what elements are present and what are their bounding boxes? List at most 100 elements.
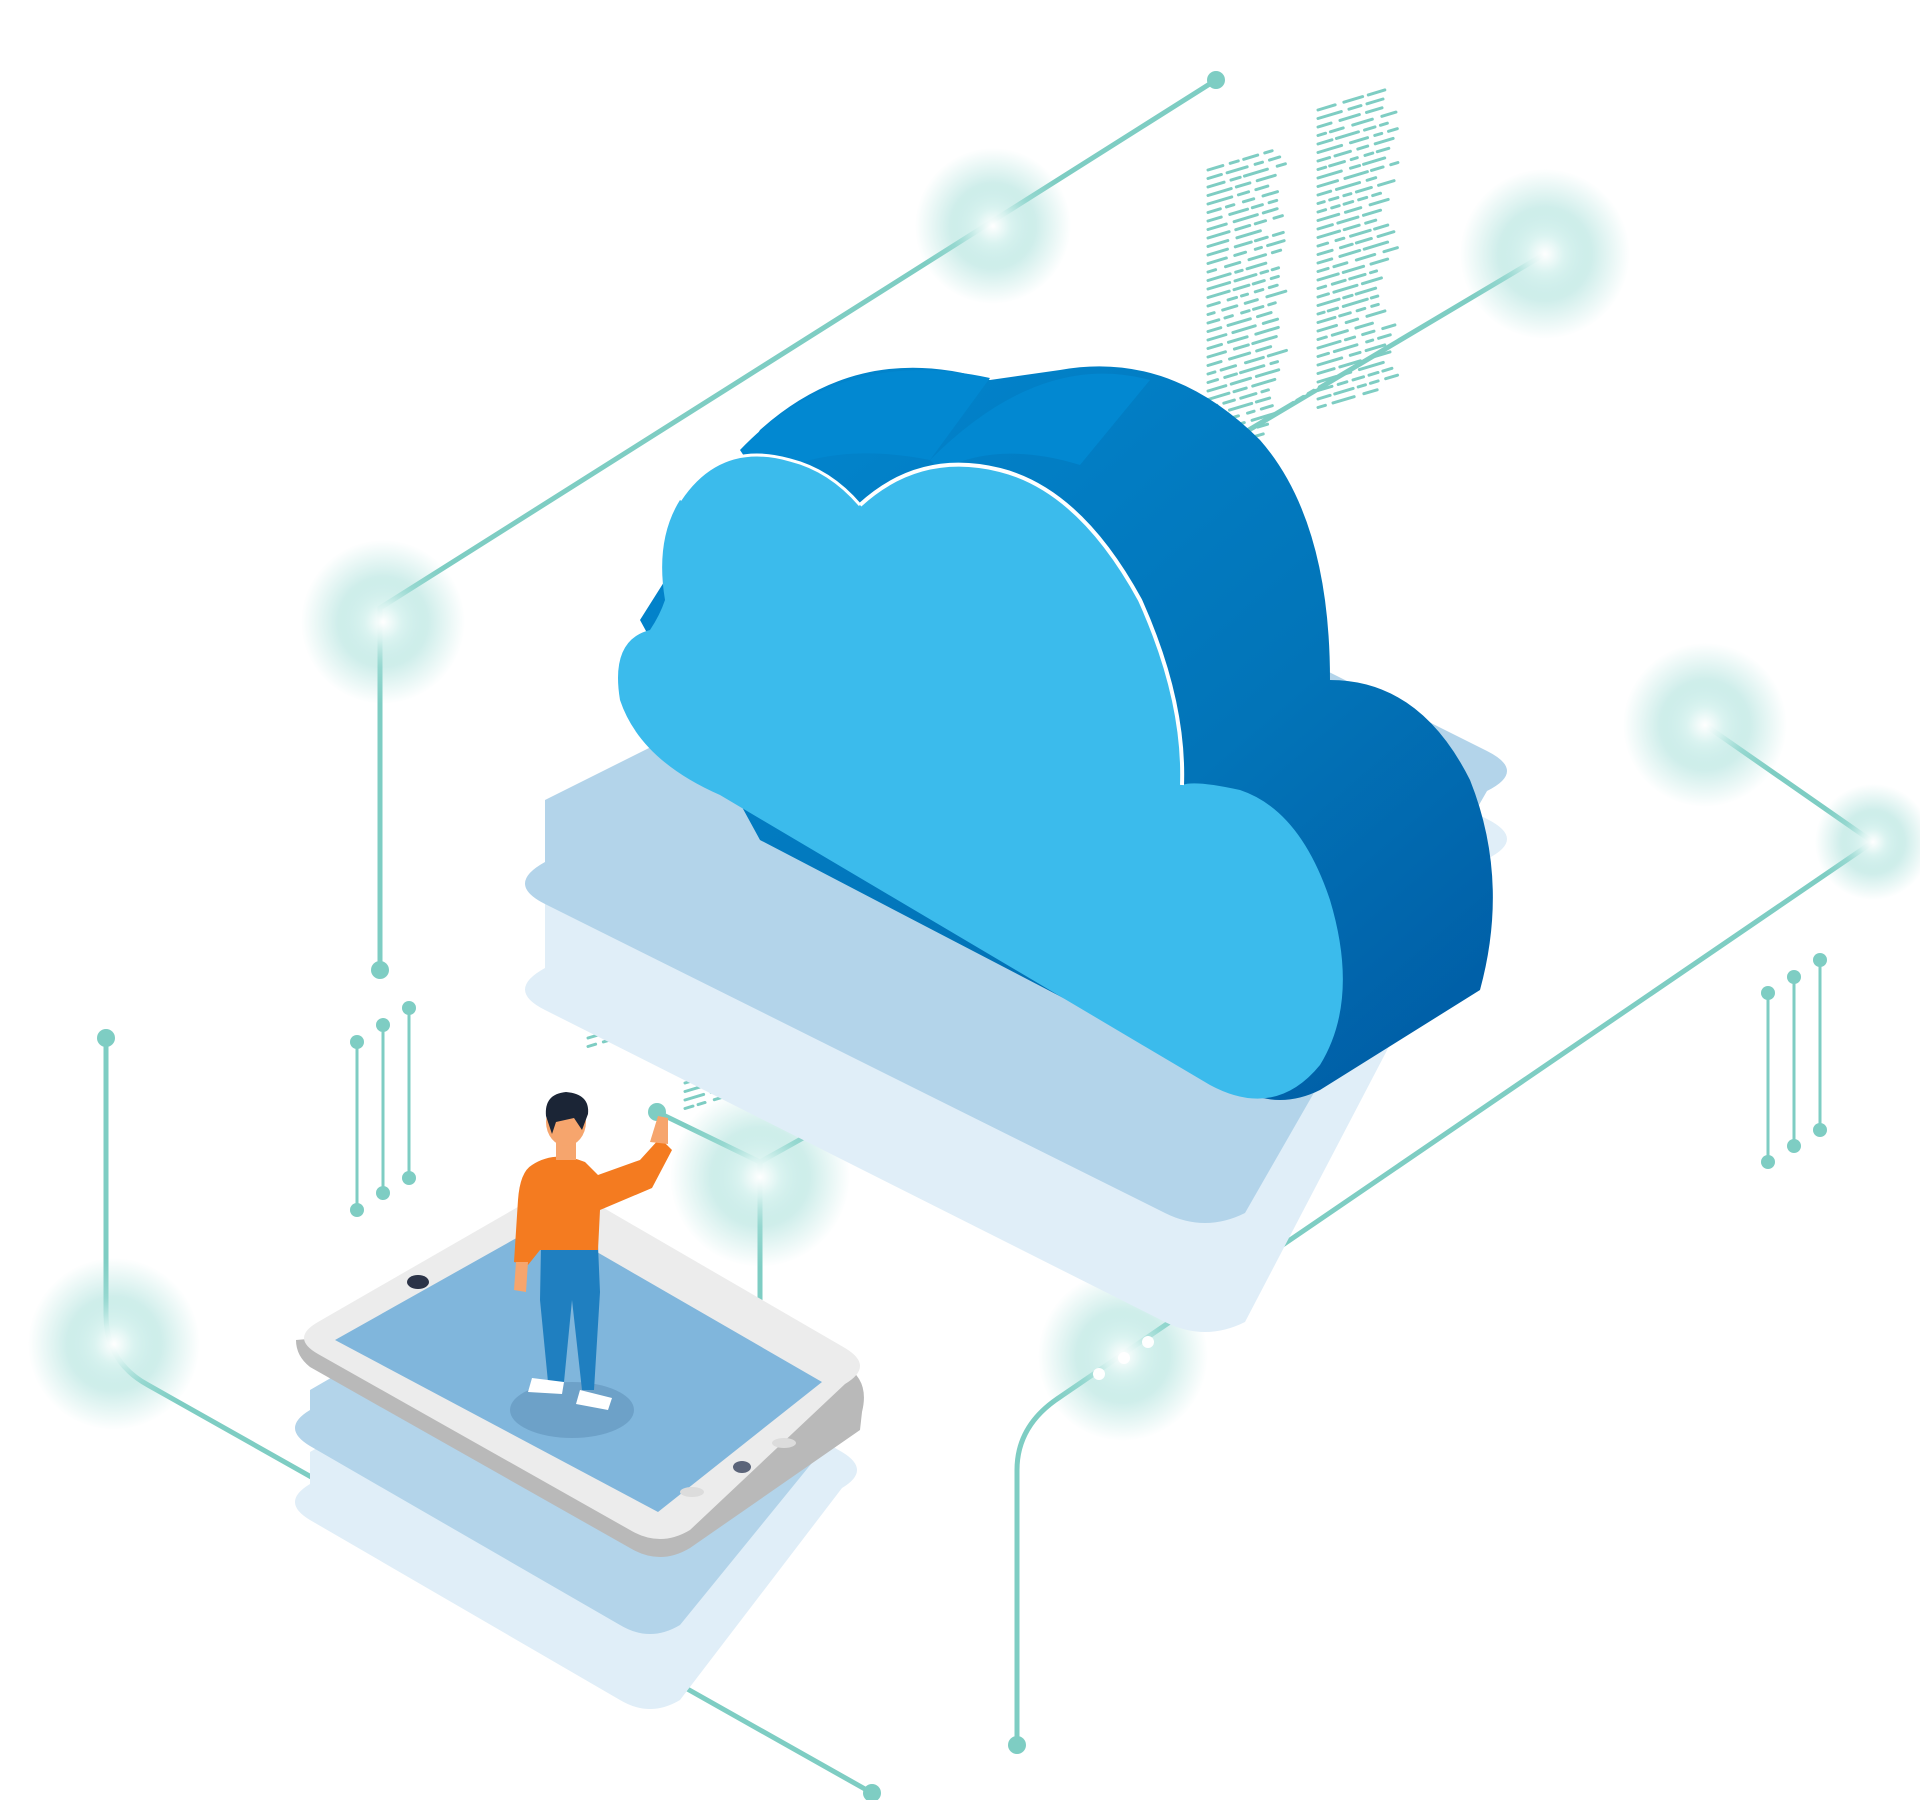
phone-camera xyxy=(407,1275,429,1289)
data-stream-dash xyxy=(1206,350,1227,359)
data-stream-dash xyxy=(1316,339,1342,350)
data-stream-dash xyxy=(1254,184,1270,192)
data-stream-dash xyxy=(1265,289,1288,299)
data-stream-dash xyxy=(1368,379,1380,385)
data-stream-dash xyxy=(1343,206,1363,214)
data-stream-dash xyxy=(1362,388,1379,396)
data-stream-dash xyxy=(1342,293,1354,300)
data-stream-dash xyxy=(1261,190,1279,198)
data-stream-dash xyxy=(1316,103,1337,112)
person-hand-raised xyxy=(650,1116,668,1144)
data-stream-dash xyxy=(1338,359,1362,369)
data-stream-dash xyxy=(1316,248,1334,256)
data-stream-dash xyxy=(1362,240,1390,251)
cloud-highlight-left xyxy=(678,453,862,506)
data-stream-dash xyxy=(1206,187,1233,197)
data-stream-dash xyxy=(1387,127,1399,133)
data-stream-dash xyxy=(1354,321,1374,330)
data-stream-dash xyxy=(1381,323,1397,331)
data-stream-dash xyxy=(1316,229,1342,239)
data-stream-dash xyxy=(1342,200,1355,206)
data-stream-dash xyxy=(1259,404,1274,411)
data-stream-dash xyxy=(1365,97,1385,106)
data-stream-dash xyxy=(1270,266,1281,272)
data-stream-dash xyxy=(1316,272,1340,282)
data-stream-dash xyxy=(1316,335,1328,341)
data-stream-dash xyxy=(1261,317,1280,325)
data-stream-dash xyxy=(1369,257,1390,266)
data-stream-dash xyxy=(1255,345,1273,353)
data-stream-dash xyxy=(1351,117,1374,127)
data-stream-dash xyxy=(1206,326,1223,333)
data-stream-dash xyxy=(1369,294,1380,300)
data-stream-dash xyxy=(1243,355,1265,365)
data-stream-dash xyxy=(1225,165,1249,175)
data-stream-dash xyxy=(1228,159,1240,165)
data-stream-dash xyxy=(1331,395,1356,405)
data-stream-dash xyxy=(1206,378,1220,384)
data-stream-dash xyxy=(1354,236,1373,245)
circuit-line-top-left xyxy=(377,77,1219,611)
data-stream-dash xyxy=(1354,252,1377,262)
data-stream-dash xyxy=(1389,161,1400,167)
data-stream-dash xyxy=(1316,138,1334,146)
data-stream-dash xyxy=(1354,185,1373,194)
data-stream-dash xyxy=(1241,197,1256,204)
data-stream-dash xyxy=(1223,314,1234,320)
data-stream-dash xyxy=(1222,398,1236,405)
data-stream-dash xyxy=(1316,212,1341,222)
data-stream-dash xyxy=(1338,242,1354,250)
data-stream-dash xyxy=(1266,348,1288,358)
data-stream-dash xyxy=(1375,146,1391,154)
data-stream-dash xyxy=(1316,165,1328,171)
data-stream-dash xyxy=(1338,311,1352,318)
person-icon xyxy=(510,1092,672,1438)
data-stream-dash xyxy=(1245,261,1268,271)
data-stream-dash xyxy=(1316,374,1338,384)
data-stream-dash xyxy=(1316,310,1326,316)
data-stream-dash xyxy=(1256,311,1273,319)
data-stream-dash xyxy=(1275,162,1287,168)
data-stream-dash xyxy=(1206,342,1223,350)
data-stream-dash xyxy=(1380,110,1398,118)
data-stream-dash xyxy=(1357,360,1385,372)
data-stream-dash xyxy=(1341,264,1366,274)
data-stream-dash xyxy=(1334,181,1362,191)
data-stream-dash xyxy=(1242,167,1269,178)
cloud-storage-icon xyxy=(618,366,1493,1100)
data-stream-dash xyxy=(1253,235,1269,243)
data-stream-dash xyxy=(1316,315,1337,324)
data-stream-dash xyxy=(1228,207,1250,216)
data-stream-dash xyxy=(1206,384,1228,393)
data-stream-dash xyxy=(1224,260,1242,269)
phone-speaker xyxy=(772,1438,796,1448)
data-stream-dash xyxy=(1333,149,1352,158)
data-stream-dash xyxy=(1342,95,1365,104)
data-stream-dash xyxy=(1206,195,1234,206)
data-stream-dash xyxy=(1364,218,1378,225)
data-stream-dash xyxy=(1351,375,1366,382)
data-stream-dash xyxy=(1371,191,1383,198)
data-stream-dash xyxy=(1360,276,1383,286)
data-stream-dash xyxy=(1363,125,1377,132)
data-stream-dash xyxy=(1365,309,1387,318)
data-stream-dash xyxy=(1368,197,1390,207)
data-stream-dash xyxy=(1363,151,1375,157)
data-stream-dash xyxy=(1367,370,1380,377)
person-pants xyxy=(540,1246,600,1390)
data-stream-dash xyxy=(1334,130,1360,140)
data-stream-dash xyxy=(1242,153,1260,161)
data-stream-dash xyxy=(1316,323,1338,333)
data-stream-dash xyxy=(1316,169,1343,180)
data-stream-dash xyxy=(1338,248,1362,258)
phone-screen xyxy=(335,1222,822,1512)
data-stream-dash xyxy=(1349,228,1372,238)
data-stream-dash xyxy=(1316,297,1341,307)
data-stream-dash xyxy=(1206,207,1222,214)
data-stream-dash xyxy=(1316,200,1326,205)
data-stream-dash xyxy=(1226,335,1249,344)
data-stream-dash xyxy=(1316,110,1343,120)
data-stream-dash xyxy=(1254,325,1280,336)
data-stream-dash xyxy=(1252,305,1265,311)
data-stream-dash xyxy=(1206,370,1217,376)
